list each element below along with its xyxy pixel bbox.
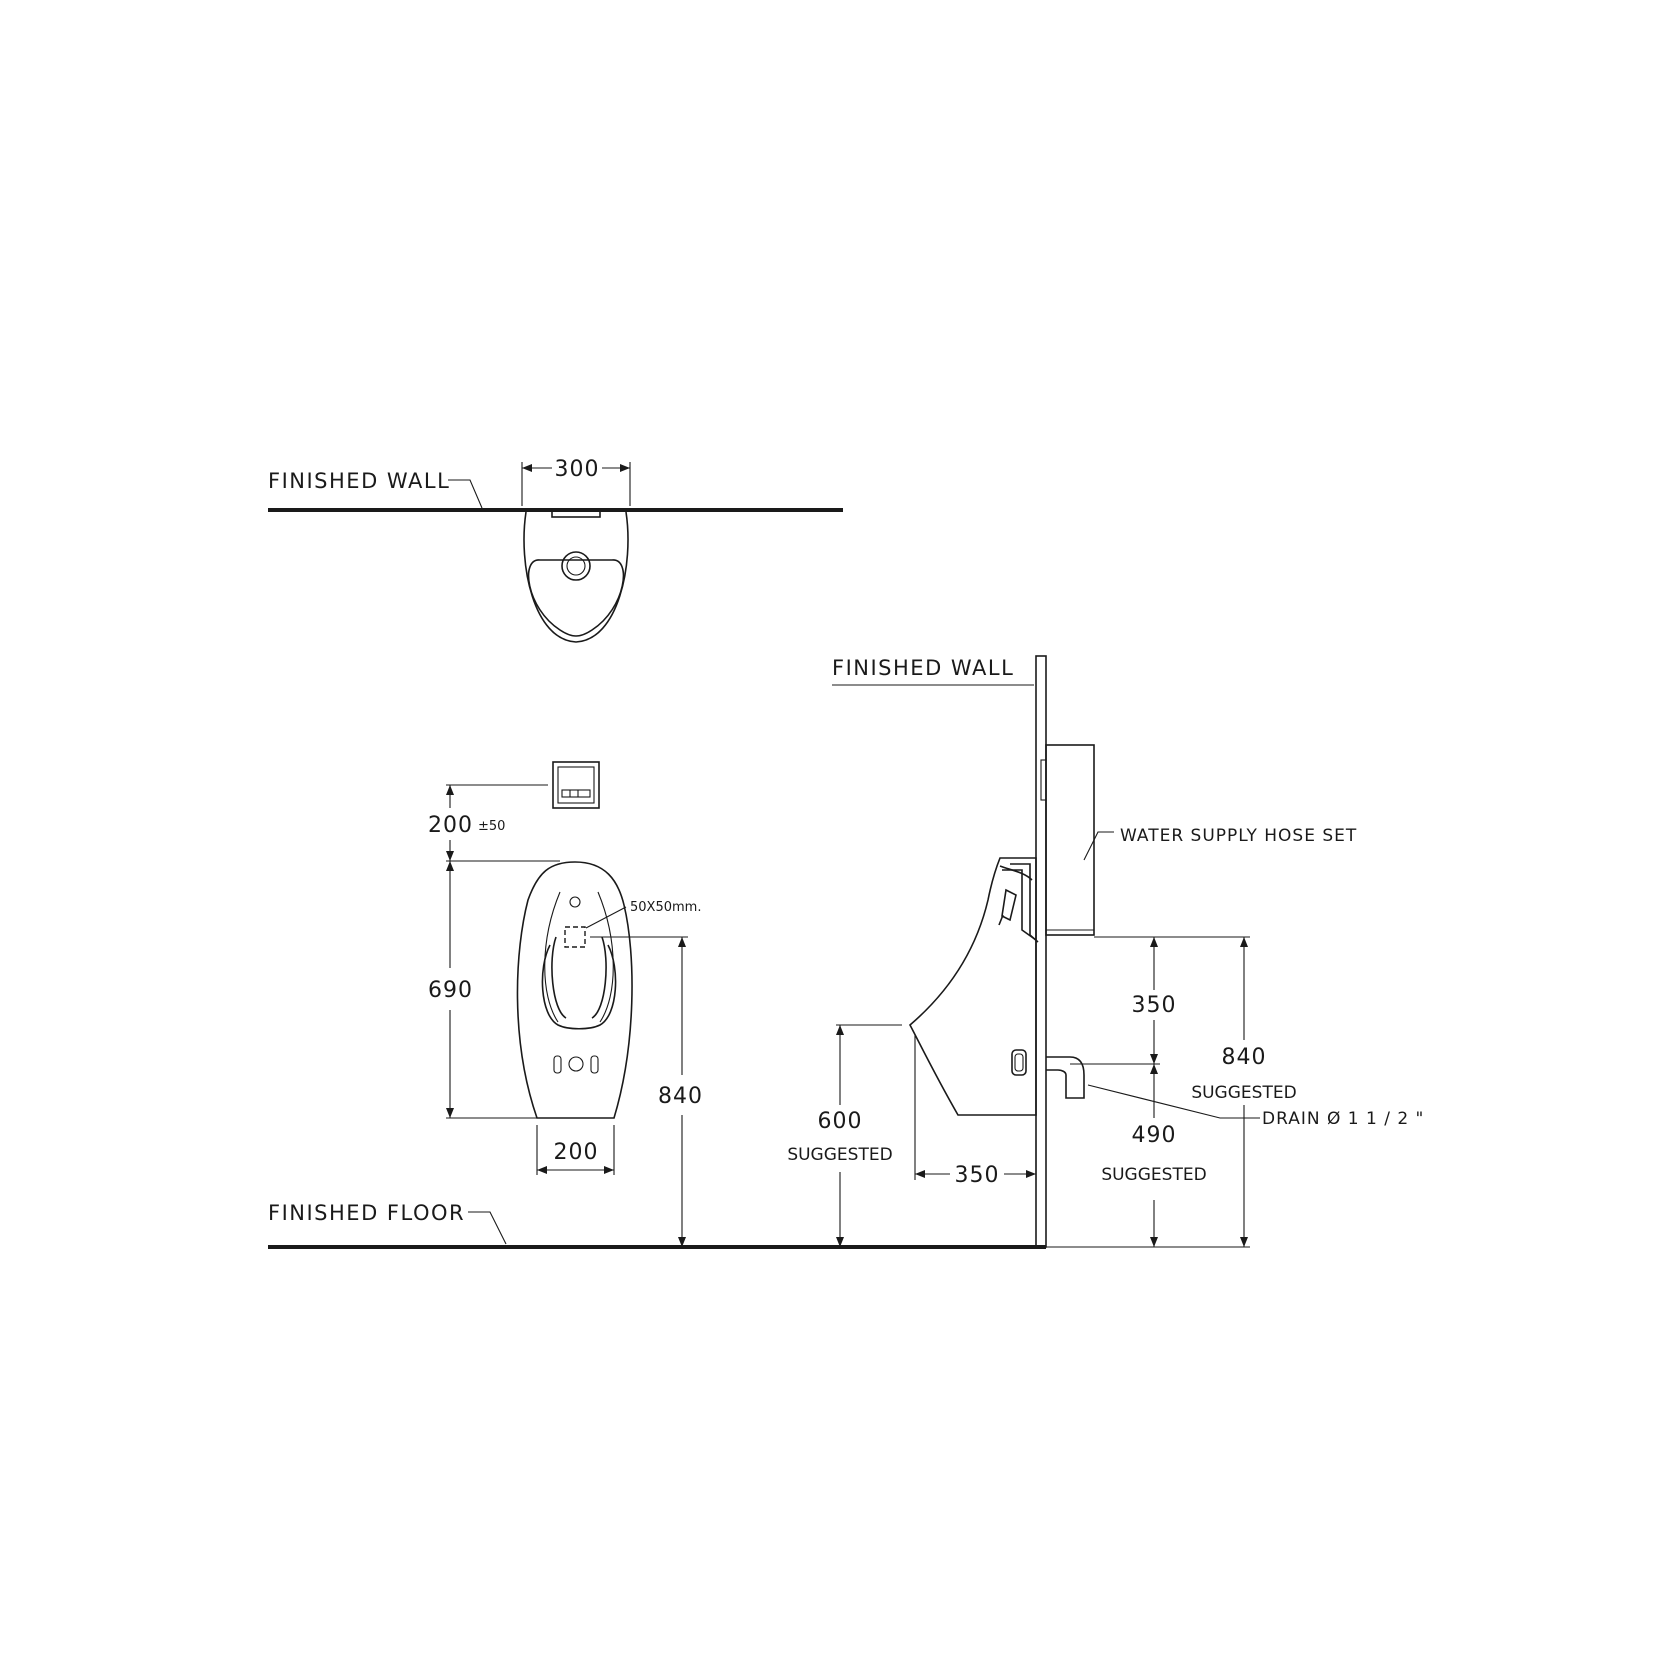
drain-label: DRAIN Ø 1 1 / 2 " bbox=[1262, 1109, 1424, 1129]
plan-width-dimension: 300 bbox=[555, 457, 600, 482]
plan-finished-wall-label: FINISHED WALL bbox=[268, 469, 450, 493]
front-elevation: 200 ±50 50X50mm. 690 bbox=[428, 761, 703, 1247]
supply-height-dimension: 840 bbox=[1222, 1045, 1267, 1070]
flush-valve-box bbox=[1040, 744, 1095, 936]
side-finished-wall bbox=[1035, 655, 1047, 1248]
front-height-dimension: 690 bbox=[428, 978, 473, 1003]
front-sensor-height-dimension: 840 bbox=[658, 1084, 703, 1109]
rim-height-note: SUGGESTED bbox=[787, 1145, 892, 1165]
sensor-gap-tolerance: ±50 bbox=[478, 819, 505, 834]
floor-leader bbox=[468, 1211, 507, 1245]
rim-height-dimension: 600 bbox=[818, 1109, 863, 1134]
front-base-width-dimension: 200 bbox=[554, 1140, 599, 1165]
sensor-window-size-label: 50X50mm. bbox=[630, 900, 701, 915]
finished-floor-label: FINISHED FLOOR bbox=[268, 1201, 465, 1225]
plan-urinal-outline bbox=[523, 509, 629, 643]
side-finished-wall-label: FINISHED WALL bbox=[832, 656, 1014, 680]
supply-to-drain-dimension: 350 bbox=[1132, 993, 1177, 1018]
water-supply-hose-label: WATER SUPPLY HOSE SET bbox=[1120, 826, 1357, 846]
supply-height-note: SUGGESTED bbox=[1191, 1083, 1296, 1103]
drain-pipe bbox=[1046, 1056, 1085, 1099]
plan-view: FINISHED WALL 300 bbox=[268, 457, 843, 643]
side-elevation: FINISHED WALL WATER SUPPLY HOSE SET bbox=[787, 655, 1424, 1248]
front-urinal-outline bbox=[516, 861, 633, 1119]
flush-sensor-panel bbox=[552, 761, 600, 809]
drain-height-dimension: 490 bbox=[1132, 1123, 1177, 1148]
projection-dimension: 350 bbox=[955, 1163, 1000, 1188]
floor: FINISHED FLOOR bbox=[268, 1201, 1046, 1249]
plan-wall-leader bbox=[448, 479, 483, 509]
sensor-gap-dimension: 200 bbox=[428, 813, 473, 838]
side-urinal-profile bbox=[908, 857, 1039, 1116]
drain-height-note: SUGGESTED bbox=[1101, 1165, 1206, 1185]
